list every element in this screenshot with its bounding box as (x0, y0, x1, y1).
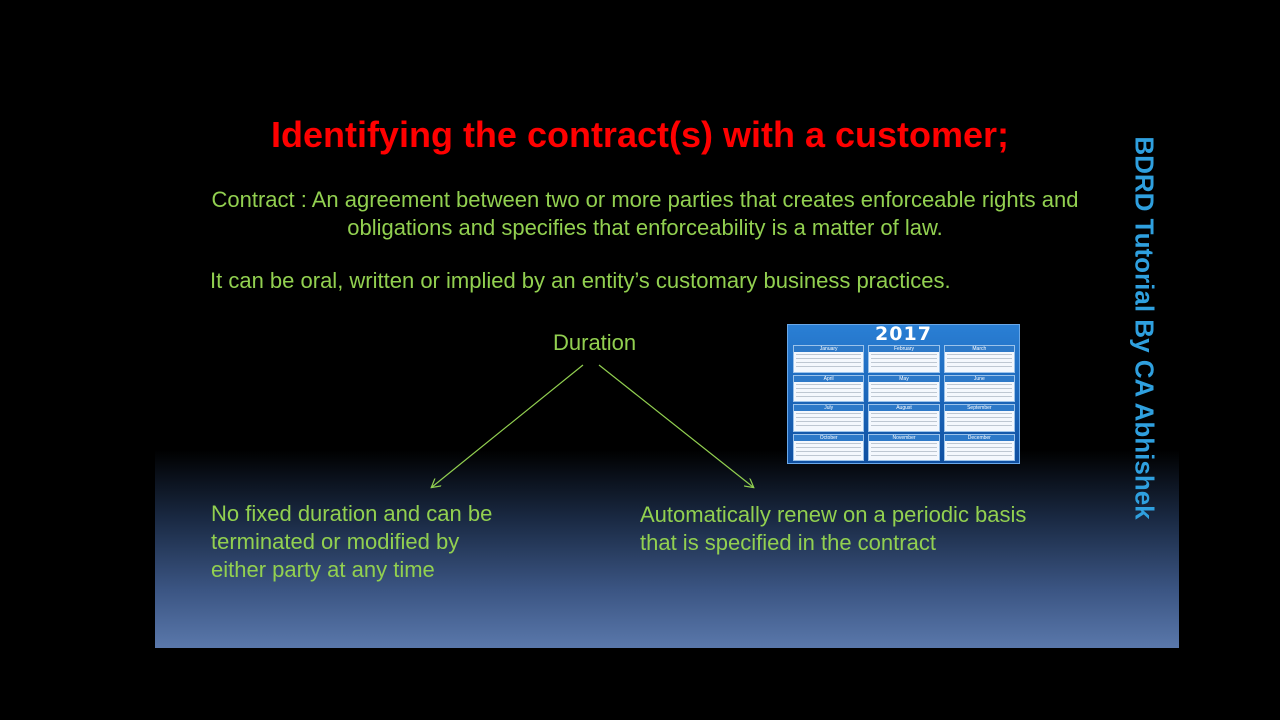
left-branch-line: terminated or modified by (211, 529, 460, 554)
calendar-month: December (943, 433, 1015, 461)
calendar-month: July (793, 404, 865, 432)
slide-title: Identifying the contract(s) with a custo… (270, 114, 1010, 155)
no-fixed-duration-text: No fixed duration and can be terminated … (211, 500, 492, 584)
right-branch-line: Automatically renew on a periodic basis (640, 502, 1027, 527)
oral-written-note: It can be oral, written or implied by an… (210, 268, 951, 293)
calendar-month: May (868, 374, 940, 402)
left-arrow (432, 364, 584, 487)
duration-label: Duration (553, 330, 637, 355)
calendar-month: September (943, 404, 1015, 432)
calendar-month: October (793, 433, 865, 461)
calendar-month: February (868, 345, 940, 373)
calendar-month: April (793, 374, 865, 402)
left-branch-line: No fixed duration and can be (211, 501, 493, 526)
contract-definition: Contract : An agreement between two or m… (211, 187, 1079, 240)
right-arrow (598, 364, 753, 487)
calendar-image: 2017 January February March April May Ju… (787, 323, 1020, 464)
auto-renew-text: Automatically renew on a periodic basis … (640, 501, 1026, 557)
calendar-month: June (943, 374, 1015, 402)
calendar-month: November (868, 433, 940, 461)
calendar-month: August (868, 404, 940, 432)
calendar-month: January (793, 345, 865, 373)
calendar-grid: January February March April May June Ju… (793, 345, 1015, 461)
vertical-watermark-label: BDRD Tutorial By CA Abhishek (1129, 136, 1160, 520)
calendar-year: 2017 (875, 323, 932, 345)
calendar-month: March (943, 345, 1015, 373)
right-branch-line: that is specified in the contract (640, 530, 936, 555)
left-branch-line: either party at any time (211, 557, 435, 582)
